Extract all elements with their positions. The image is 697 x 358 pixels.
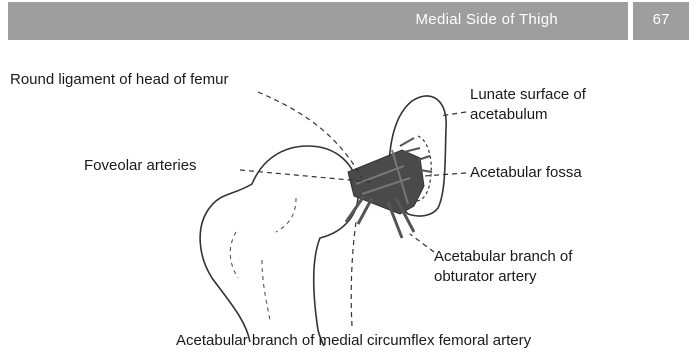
- label-lunate-line1: Lunate surface of: [470, 85, 586, 105]
- leader-lunate: [440, 112, 466, 116]
- leader-round-ligament: [258, 92, 362, 178]
- label-acetabular-fossa: Acetabular fossa: [470, 163, 582, 183]
- label-obturator-line2: obturator artery: [434, 267, 572, 287]
- femur-outline: [200, 146, 358, 346]
- label-medial-circumflex-branch: Acetabular branch of medial circumflex f…: [176, 331, 531, 351]
- label-foveolar-arteries: Foveolar arteries: [84, 156, 197, 176]
- femur-shaft-line: [262, 260, 270, 320]
- leader-obturator: [410, 234, 434, 252]
- label-lunate-surface: Lunate surface of acetabulum: [470, 85, 586, 125]
- label-lunate-line2: acetabulum: [470, 105, 586, 125]
- label-obturator-branch: Acetabular branch of obturator artery: [434, 247, 572, 287]
- femur-inner-line: [276, 198, 296, 232]
- label-round-ligament: Round ligament of head of femur: [10, 70, 228, 90]
- femur-trochanter-line: [230, 232, 238, 278]
- leader-medial-circumflex: [351, 222, 356, 326]
- label-obturator-line1: Acetabular branch of: [434, 247, 572, 267]
